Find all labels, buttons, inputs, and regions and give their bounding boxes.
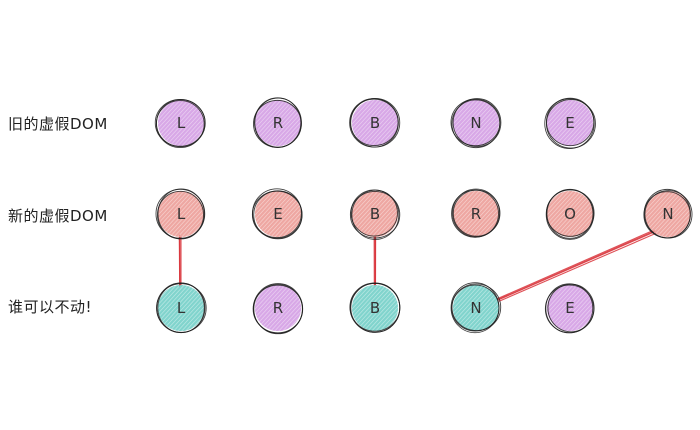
node-label: B	[370, 205, 380, 223]
node-new-3: R	[451, 188, 501, 238]
node-new-4: O	[545, 188, 595, 240]
node-new-0: L	[155, 188, 206, 240]
links-layer	[178, 230, 657, 302]
reusable-label: 谁可以不动!	[8, 298, 93, 316]
link-new-2	[373, 234, 377, 288]
node-reuse-2: B	[349, 282, 401, 333]
node-reuse-1: R	[252, 283, 304, 335]
node-label: L	[177, 114, 186, 132]
node-label: N	[470, 114, 481, 132]
old-vdom-label: 旧的虚假DOM	[8, 115, 108, 133]
node-label: B	[370, 299, 380, 317]
node-old-4: E	[544, 97, 596, 149]
node-label: E	[565, 114, 574, 132]
node-new-1: E	[251, 188, 303, 240]
node-reuse-0: L	[156, 282, 207, 334]
node-label: L	[177, 205, 186, 223]
node-label: O	[564, 205, 576, 223]
nodes-layer: L R B N E L E B R O N L R B N E	[154, 97, 693, 335]
node-new-2: B	[349, 189, 401, 240]
node-reuse-3: N	[450, 282, 502, 334]
link-new-0	[178, 234, 182, 288]
new-vdom-label: 新的虚假DOM	[8, 207, 108, 225]
link-new-5	[496, 230, 657, 302]
node-label: R	[273, 114, 283, 132]
node-label: N	[662, 205, 673, 223]
node-label: E	[273, 205, 282, 223]
node-old-0: L	[154, 99, 206, 148]
node-label: L	[177, 299, 186, 317]
node-label: R	[471, 205, 481, 223]
node-old-1: R	[253, 97, 302, 148]
node-label: B	[370, 114, 380, 132]
node-label: E	[565, 299, 574, 317]
node-old-3: N	[450, 98, 502, 149]
node-old-2: B	[349, 98, 401, 148]
node-label: R	[273, 299, 283, 317]
node-label: N	[470, 299, 481, 317]
